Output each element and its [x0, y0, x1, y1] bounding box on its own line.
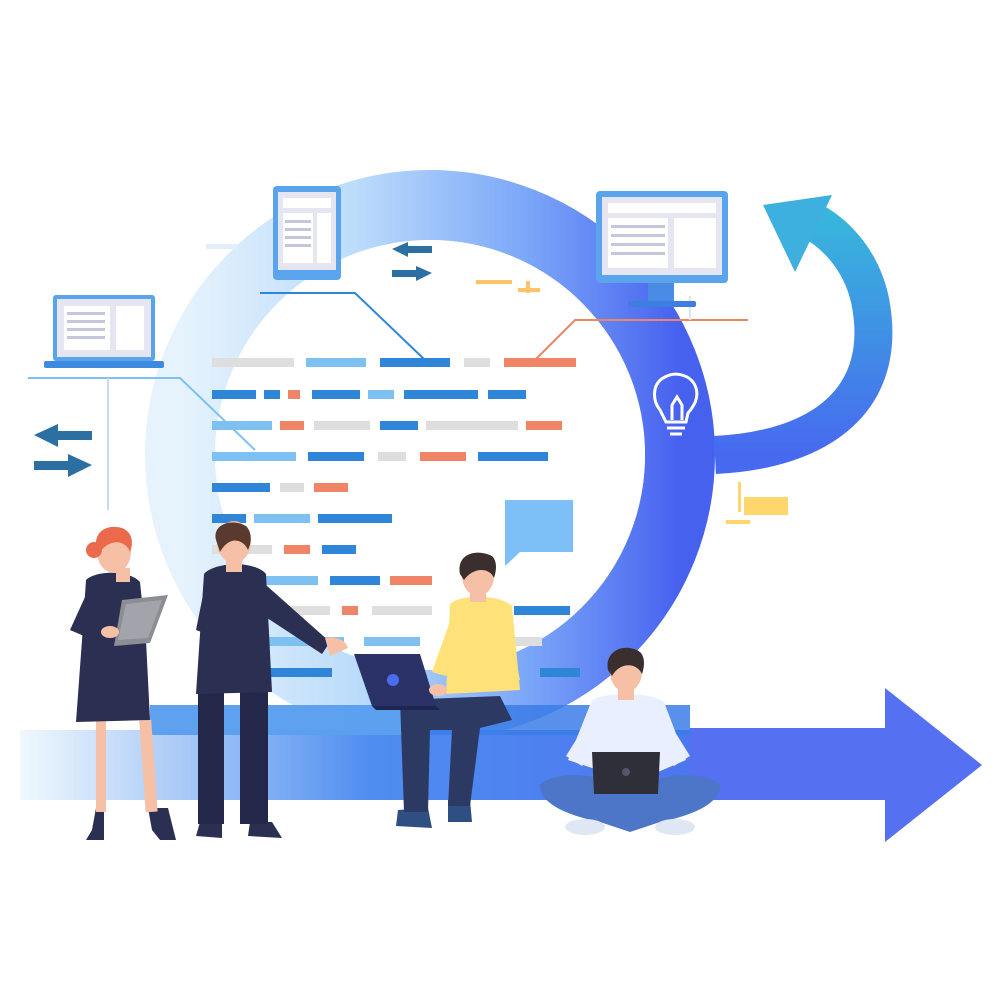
tablet-icon: [273, 186, 341, 280]
man-yellow-shirt: [354, 552, 520, 828]
decorative-dashes: [206, 244, 788, 524]
connector-lines: [28, 292, 748, 510]
arrow-right-icon: [34, 454, 92, 477]
lightbulb-icon: [653, 372, 699, 436]
laptop-icon: [44, 295, 164, 368]
small-arrow-left-icon: [392, 242, 432, 257]
woman-with-tablet: [70, 526, 176, 840]
monitor-icon: [596, 191, 728, 307]
small-arrow-right-icon: [392, 266, 432, 281]
speech-bubble-icon: [505, 500, 573, 566]
man-in-suit: [196, 521, 348, 838]
arrow-left-icon: [34, 424, 92, 447]
forward-arrow-icon: [690, 688, 982, 842]
loop-arrow-icon: [713, 195, 893, 474]
man-sitting-laptop: [539, 647, 721, 835]
